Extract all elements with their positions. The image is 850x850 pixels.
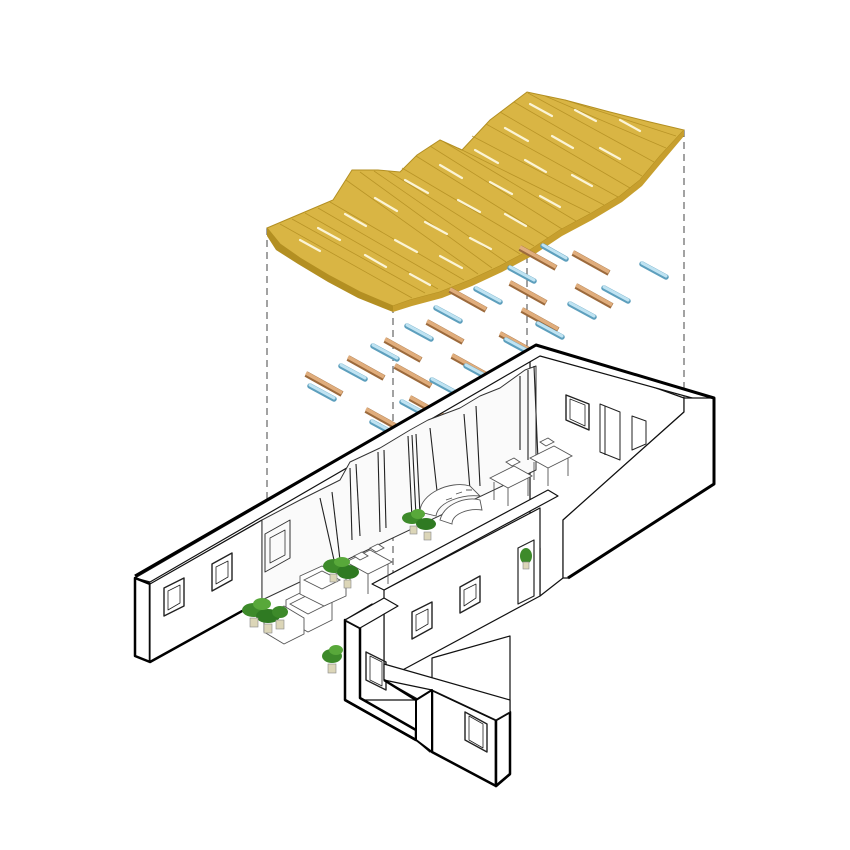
ceiling-slat-lines — [279, 92, 677, 299]
building-shell — [133, 343, 716, 788]
left-end-wall — [133, 576, 152, 664]
plant-cluster-left — [242, 598, 288, 634]
dining-tables — [345, 437, 573, 594]
ceiling-front-edge — [267, 228, 393, 312]
front-long-wall-top — [371, 489, 559, 591]
end-block-window — [464, 711, 488, 753]
wing-wall-top — [344, 597, 399, 629]
wing-wall-window — [365, 651, 387, 691]
interior-partitions — [261, 365, 537, 601]
back-wall-window — [565, 394, 590, 431]
ceiling-light-slits — [298, 102, 642, 287]
front-wall-windows — [411, 575, 481, 640]
plant-doorway — [520, 548, 532, 570]
curtain-lines — [319, 365, 539, 561]
curved-bench — [419, 484, 482, 517]
blue-glass-tubes — [307, 243, 669, 438]
end-block-doorway — [415, 689, 433, 753]
plant-wing — [322, 645, 343, 674]
wavy-wood-slat-ceiling — [266, 91, 685, 312]
back-wall-door-openings — [599, 403, 647, 461]
potted-plants — [242, 509, 532, 674]
plant-cluster-bench — [402, 509, 436, 541]
plant-cluster-middle — [323, 557, 359, 589]
outer-wall-bold-outline — [134, 343, 716, 580]
left-wall-windows — [163, 552, 233, 617]
